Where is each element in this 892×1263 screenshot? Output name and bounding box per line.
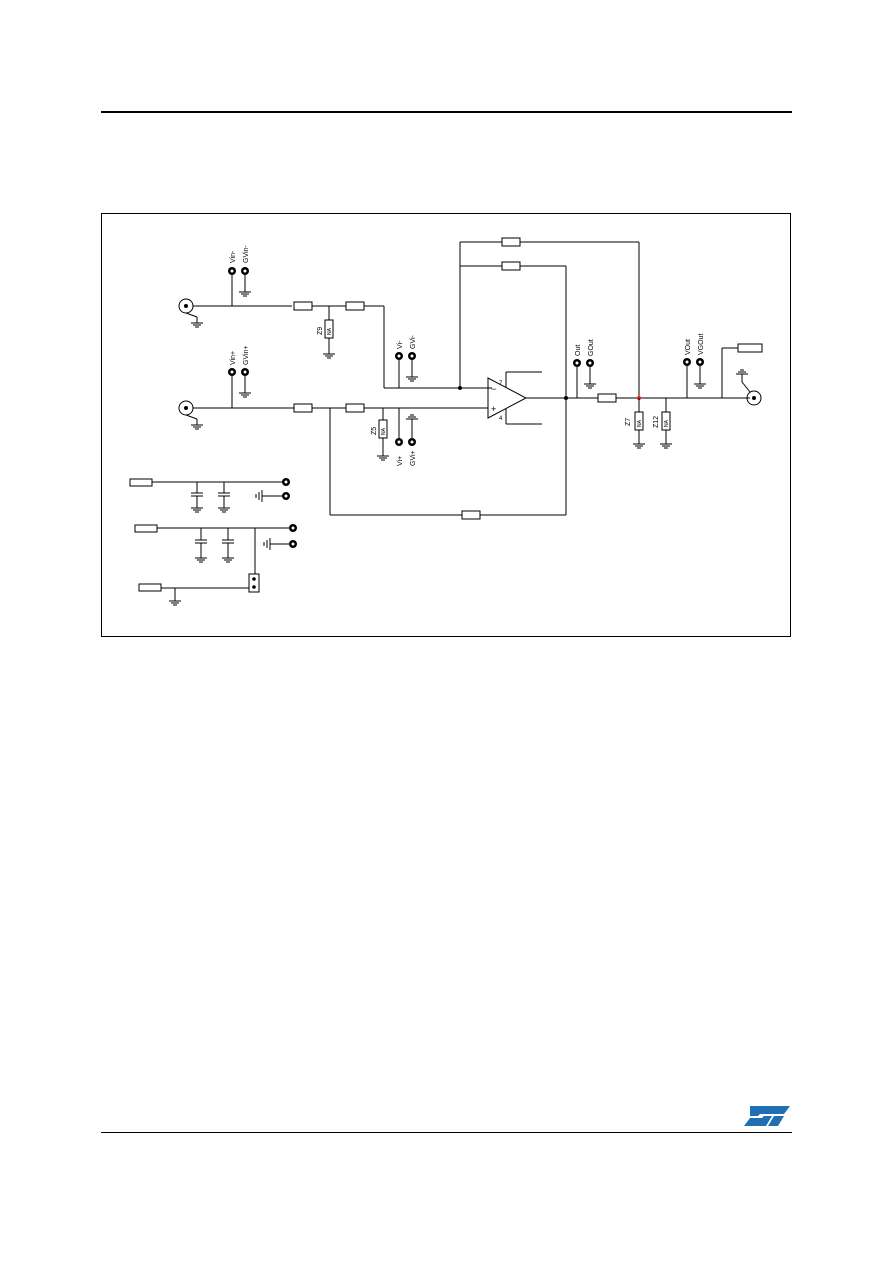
label-vi-plus: Vi+	[397, 456, 404, 466]
footer-rule	[101, 1132, 792, 1133]
resistor-r-in-minus-1	[293, 301, 313, 311]
testpoint-vin-minus	[228, 267, 236, 306]
resistor-r-in-plus-1	[293, 403, 313, 413]
jumper-pin	[252, 577, 256, 581]
junction-dot	[564, 396, 568, 400]
jumper-header	[248, 573, 260, 593]
label-vout: VOut	[685, 339, 692, 355]
label-vin-minus: Vin-	[230, 250, 237, 263]
label-out: Out	[575, 345, 582, 356]
jumper-pin	[252, 585, 256, 589]
resistor-r-feedback-inner	[501, 261, 521, 271]
testpoint-vgout	[694, 358, 706, 389]
capacitor-decoupling	[195, 528, 207, 563]
schematic-frame: Vin- GVin- NA Z9 Vi- GVi-	[101, 213, 791, 637]
ground-symbol-side	[263, 538, 292, 550]
testpoint-gvin-minus	[239, 267, 251, 297]
label-z12: Z12	[653, 416, 660, 428]
opamp-pin-4: 4	[499, 416, 503, 422]
capacitor-decoupling	[218, 482, 230, 513]
ground-symbol	[377, 438, 389, 461]
st-logo-icon	[744, 1106, 790, 1126]
resistor-r-in-plus-2	[345, 403, 365, 413]
terminal-supply-neg	[289, 524, 297, 548]
label-gvin-plus: GVin+	[243, 345, 250, 365]
label-na: NA	[664, 419, 670, 427]
testpoint-vi-plus	[395, 408, 403, 446]
ground-symbol	[633, 430, 645, 449]
opamp-minus-sign: −	[491, 384, 496, 394]
label-z9: Z9	[317, 327, 324, 335]
testpoint-vout	[683, 358, 691, 398]
label-na: NA	[327, 327, 333, 335]
label-gout: GOut	[588, 339, 595, 356]
schematic-diagram: Vin- GVin- NA Z9 Vi- GVi-	[129, 237, 763, 606]
resistor-r-ground-feedback	[461, 510, 481, 520]
resistor-r-out	[597, 393, 617, 403]
testpoint-gvi-minus	[406, 352, 418, 382]
bnc-connector-vin-minus	[178, 298, 203, 328]
bnc-connector-output	[736, 369, 762, 406]
connector-output-label	[737, 343, 763, 353]
label-na: NA	[637, 419, 643, 427]
label-gvin-minus: GVin-	[243, 245, 250, 263]
testpoint-out	[573, 359, 581, 398]
ground-symbol-side	[255, 490, 284, 502]
capacitor-decoupling	[222, 528, 234, 563]
ground-symbol	[660, 430, 672, 449]
testpoint-vin-plus	[228, 368, 236, 408]
testpoint-gvi-plus	[406, 414, 418, 446]
label-vi-minus: Vi-	[397, 340, 404, 349]
connector-supply-neg	[134, 524, 158, 533]
label-gvi-plus: GVi+	[410, 450, 417, 466]
testpoint-gout	[584, 359, 596, 389]
ground-symbol	[169, 588, 181, 606]
op-amp: − + 7 4	[487, 371, 542, 425]
testpoint-vi-minus	[395, 352, 403, 388]
label-z7: Z7	[625, 418, 632, 426]
opamp-pin-7: 7	[499, 381, 503, 387]
resistor-r-in-minus-2	[345, 301, 365, 311]
ground-symbol	[323, 338, 335, 359]
testpoint-gvin-plus	[239, 368, 251, 398]
connector-supply-gnd	[138, 583, 162, 592]
label-vgout: VGOut	[698, 334, 705, 355]
label-gvi-minus: GVi-	[410, 334, 417, 349]
terminal-supply-pos	[282, 478, 290, 500]
connector-supply-pos	[129, 478, 153, 487]
label-vin-plus: Vin+	[230, 351, 237, 365]
header-rule	[101, 111, 792, 113]
label-z5: Z5	[371, 427, 378, 435]
resistor-r-feedback-outer	[501, 237, 521, 247]
label-na: NA	[381, 427, 387, 435]
bnc-connector-vin-plus	[178, 400, 203, 430]
opamp-plus-sign: +	[491, 404, 496, 414]
capacitor-decoupling	[191, 482, 203, 513]
